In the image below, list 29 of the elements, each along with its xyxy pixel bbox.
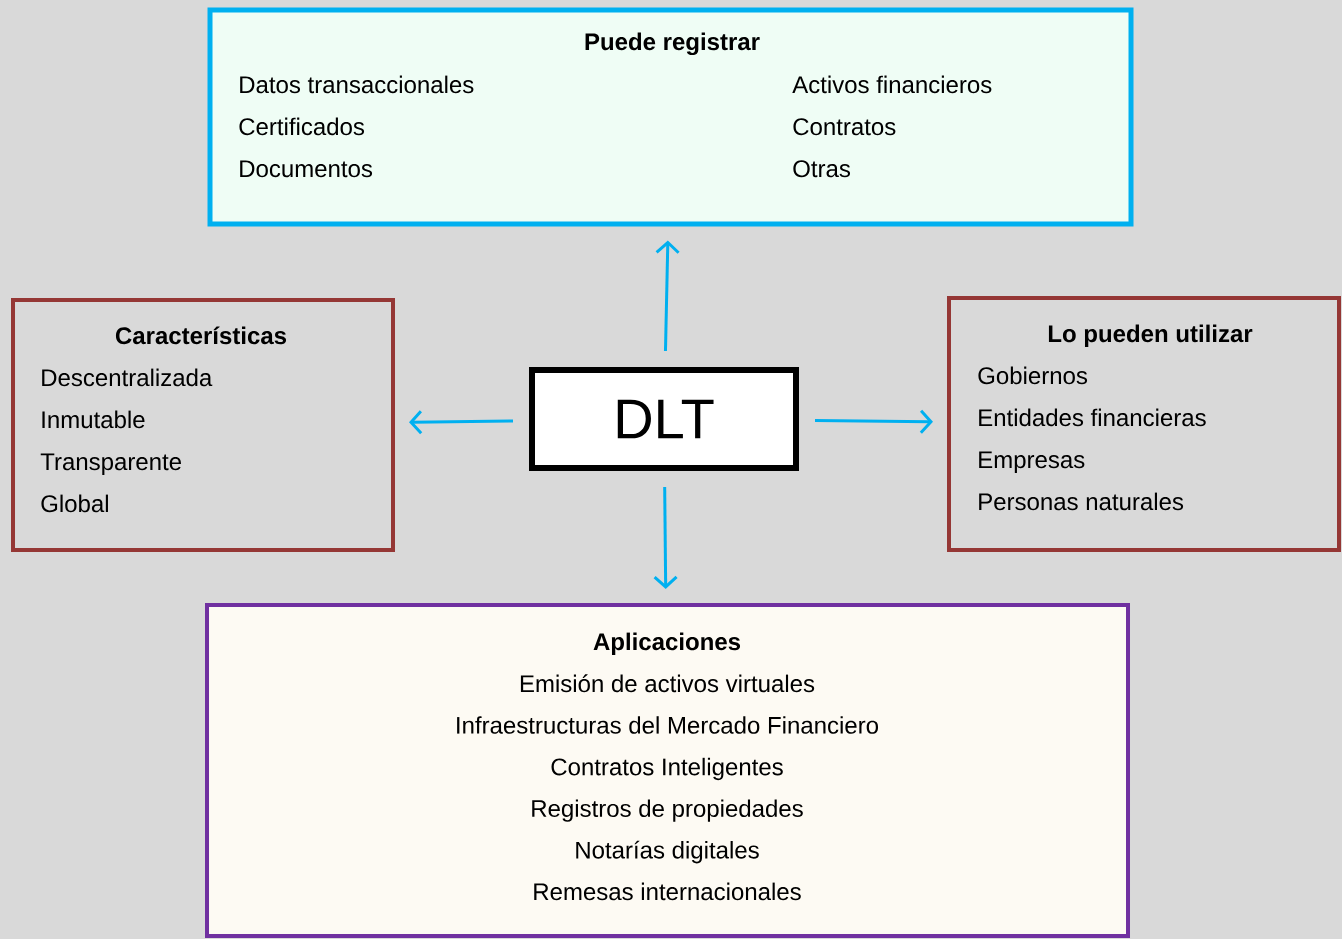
list-item: Emisión de activos virtuales <box>520 674 815 693</box>
box-heading: Aplicaciones <box>593 632 741 655</box>
arrow <box>653 487 678 589</box>
list-item: Activos financieros <box>792 75 992 94</box>
list-item: Gobiernos <box>978 366 1088 385</box>
list-item: Empresas <box>979 451 1085 473</box>
list-item: Notarías digitales <box>576 840 759 864</box>
arrow <box>815 409 933 434</box>
center-label: DLT <box>617 399 714 439</box>
arrow <box>655 240 680 352</box>
list-item: Contratos <box>793 118 896 136</box>
box-heading: Lo pueden utilizar <box>1048 324 1253 347</box>
list-item: Entidades financieras <box>979 408 1206 427</box>
list-item: Documentos <box>240 160 373 178</box>
list-item: Certificados <box>239 117 365 136</box>
list-item: Contratos Inteligentes <box>551 757 783 781</box>
list-item: Personas naturales <box>979 492 1184 511</box>
list-item: Transparente <box>40 453 181 475</box>
list-item: Inmutable <box>42 410 145 429</box>
list-item: Datos transaccionales <box>240 75 474 94</box>
list-item: Otras <box>793 160 850 178</box>
list-item: Infraestructuras del Mercado Financiero <box>457 716 879 734</box>
arrow <box>409 410 514 435</box>
list-item: Remesas internacionales <box>534 882 801 901</box>
box-heading: Características <box>115 326 287 345</box>
list-item: Global <box>41 494 108 513</box>
list-item: Descentralizada <box>42 368 213 387</box>
box-heading: Puede registrar <box>585 32 760 56</box>
list-item: Registros de propiedades <box>532 799 803 822</box>
